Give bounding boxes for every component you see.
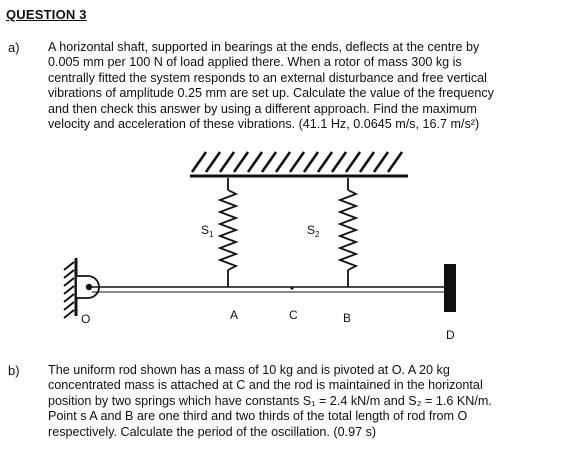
point-b-label: B [343, 311, 351, 325]
point-a-label: A [230, 308, 238, 322]
spring-s2 [337, 178, 359, 287]
point-c-label: C [289, 308, 298, 322]
spring-s2-label: S2 [307, 223, 320, 239]
part-a-line: and then check this answer by using a di… [48, 101, 477, 116]
question-heading: QUESTION 3 [6, 7, 87, 22]
left-wall [63, 258, 78, 319]
part-b-line: position by two springs which have const… [48, 393, 492, 408]
spring-s1-label: S1 [201, 223, 214, 239]
end-block-d [444, 264, 456, 312]
part-b-line: The uniform rod shown has a mass of 10 k… [48, 363, 450, 377]
ceiling-support [190, 151, 408, 178]
part-a-line: A horizontal shaft, supported in bearing… [48, 40, 480, 54]
part-a-line: centrally fitted the system responds to … [48, 70, 487, 85]
part-b-text: The uniform rod shown has a mass of 10 k… [48, 363, 558, 440]
spring-s1 [217, 178, 239, 287]
point-d-label: D [446, 328, 455, 342]
point-o-label: O [81, 312, 90, 326]
part-b-line: Point s A and B are one third and two th… [48, 409, 468, 424]
part-a-text: A horizontal shaft, supported in bearing… [48, 40, 558, 132]
part-a-line: vibrations of amplitude 0.25 mm are set … [48, 86, 494, 101]
part-a-line: velocity and acceleration of these vibra… [48, 117, 480, 132]
part-b-label: b) [8, 363, 20, 378]
part-b-line: respectively. Calculate the period of th… [48, 424, 377, 439]
rod [92, 286, 446, 293]
part-a-label: a) [8, 40, 20, 55]
part-b-line: concentrated mass is attached at C and t… [48, 378, 483, 393]
part-a-line: 0.005 mm per 100 N of load applied there… [48, 55, 462, 70]
